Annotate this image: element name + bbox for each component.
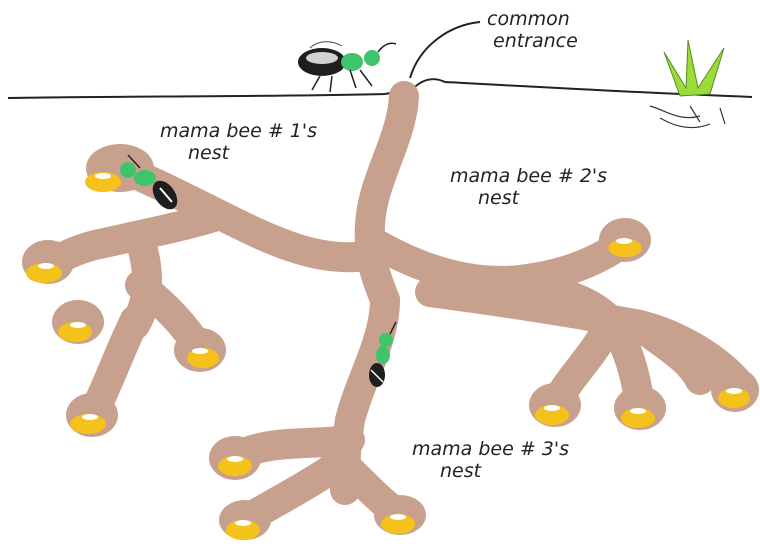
pollen-ball bbox=[226, 520, 260, 540]
pollen-ball bbox=[70, 414, 106, 434]
pollen-ball bbox=[621, 408, 655, 428]
pollen-ball bbox=[85, 172, 121, 192]
entrance-leader-line bbox=[410, 22, 480, 78]
mama-bee-2-nest-label: mama bee # 2's nest bbox=[450, 165, 607, 209]
common-entrance-label: common entrance bbox=[487, 8, 578, 52]
pollen-ball bbox=[26, 263, 62, 283]
pollen-ball bbox=[187, 348, 219, 368]
tunnel-system bbox=[22, 96, 759, 540]
pollen-ball bbox=[218, 456, 252, 476]
common-entrance-label-line1: common bbox=[487, 8, 578, 30]
grass-tuft-icon bbox=[650, 40, 725, 128]
mama-bee-2-label-line2: nest bbox=[450, 187, 607, 209]
mama-bee-3-nest-label: mama bee # 3's nest bbox=[412, 438, 569, 482]
nest-2-main-tunnel bbox=[370, 240, 620, 281]
pollen-ball bbox=[718, 388, 750, 408]
bee-at-entrance-icon bbox=[298, 42, 396, 92]
mama-bee-1-label-line2: nest bbox=[160, 142, 317, 164]
pollen-ball bbox=[535, 405, 569, 425]
common-entrance-label-line2: entrance bbox=[487, 30, 578, 52]
ground-surface-line bbox=[8, 79, 752, 98]
mama-bee-2-label-line1: mama bee # 2's bbox=[450, 165, 607, 187]
mama-bee-3-label-line2: nest bbox=[412, 460, 569, 482]
mama-bee-1-nest-label: mama bee # 1's nest bbox=[160, 120, 317, 164]
pollen-ball bbox=[58, 322, 92, 342]
pollen-ball bbox=[381, 514, 415, 534]
mama-bee-3-label-line1: mama bee # 3's bbox=[412, 438, 569, 460]
mama-bee-1-label-line1: mama bee # 1's bbox=[160, 120, 317, 142]
